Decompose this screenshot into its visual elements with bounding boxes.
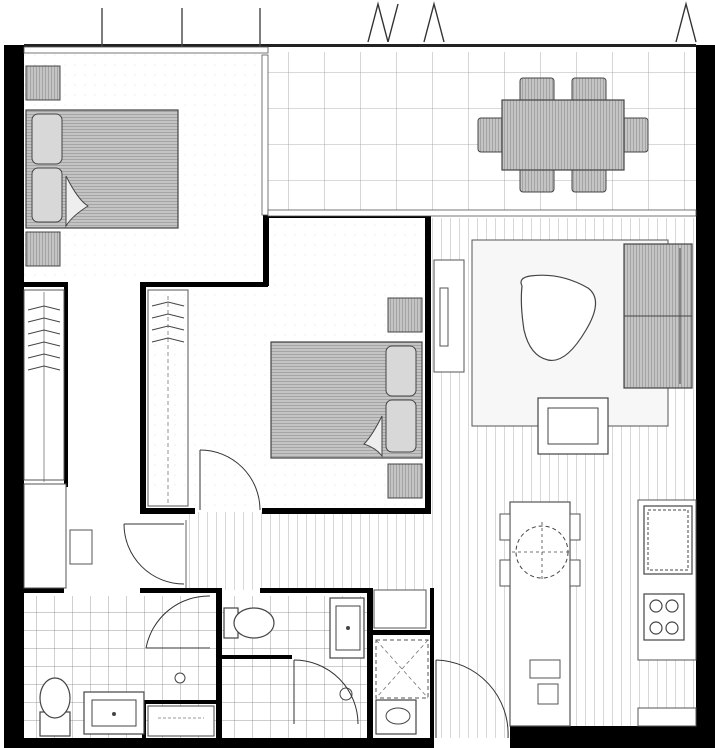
balcony bbox=[23, 1, 697, 217]
balustrade-bracket-icon bbox=[367, 1, 697, 43]
double-bed-icon bbox=[25, 109, 179, 229]
wall-bath-top-mid bbox=[140, 588, 220, 593]
bar-stool-icon bbox=[499, 513, 581, 587]
wall-bath1-right bbox=[216, 588, 222, 738]
bathroom-1 bbox=[39, 595, 215, 737]
chair-icon bbox=[69, 529, 93, 565]
door-swing-icon bbox=[199, 449, 261, 511]
wardrobe-1 bbox=[23, 289, 93, 589]
wall-bath-top-right bbox=[260, 588, 372, 593]
walls bbox=[4, 44, 715, 748]
entry-hall-floor bbox=[188, 512, 433, 590]
sink-icon bbox=[529, 659, 561, 705]
wall-wardrobe-1-right bbox=[64, 282, 68, 487]
tv-unit-icon bbox=[439, 287, 449, 347]
wall-bath-top-left bbox=[24, 588, 64, 593]
bedroom-1 bbox=[25, 65, 179, 267]
exterior-wall-right bbox=[696, 45, 715, 748]
shower-icon bbox=[147, 672, 215, 737]
wall-laundry-top bbox=[373, 630, 433, 635]
door-swing-icon bbox=[145, 595, 211, 649]
cooktop-icon bbox=[643, 593, 685, 641]
wall-shower-1 bbox=[142, 700, 216, 704]
bathroom-2 bbox=[223, 597, 365, 725]
fridge-icon bbox=[637, 707, 697, 727]
chair-icon bbox=[477, 77, 649, 193]
bedroom-2 bbox=[199, 297, 423, 511]
wall-bed2-left bbox=[140, 282, 146, 512]
laundry bbox=[373, 589, 429, 735]
door-swing-icon bbox=[123, 520, 509, 739]
living-room bbox=[433, 239, 693, 455]
kitchen bbox=[499, 499, 697, 727]
nightstand-icon bbox=[387, 463, 423, 499]
wall-bed2-bottom-left bbox=[140, 508, 195, 514]
wall-bed2-right bbox=[425, 215, 431, 514]
exterior-wall-bottom-left bbox=[4, 738, 434, 748]
balustrade-post-icon bbox=[101, 8, 261, 50]
wardrobe-1-floor bbox=[24, 286, 68, 486]
tv-unit-icon bbox=[433, 259, 465, 373]
sofa-icon bbox=[623, 243, 693, 389]
dining-table-icon bbox=[477, 77, 649, 193]
wall-bed1-bottom bbox=[24, 282, 68, 287]
exterior-wall-bottom-right bbox=[510, 726, 715, 748]
wardrobe-2 bbox=[147, 289, 189, 507]
balcony-rail bbox=[23, 46, 269, 54]
sink-icon bbox=[375, 699, 417, 735]
exterior-wall-left bbox=[4, 45, 24, 748]
wall-bed1-right bbox=[263, 218, 269, 286]
wall-bed2-bottom-right bbox=[262, 508, 430, 514]
balcony-edge-top bbox=[24, 44, 696, 47]
door-swing-icon bbox=[293, 659, 359, 725]
wall-laundry-right bbox=[430, 588, 434, 738]
toilet-icon bbox=[223, 607, 275, 639]
wall-bath2-mid bbox=[222, 655, 292, 659]
nightstand-icon bbox=[25, 65, 61, 101]
toilet-icon bbox=[39, 677, 71, 737]
nightstand-icon bbox=[387, 297, 423, 333]
double-bed-icon bbox=[270, 341, 423, 459]
sliding-door-track bbox=[261, 54, 269, 216]
sliding-door-track-living bbox=[267, 209, 697, 217]
wall-bath2-right bbox=[367, 588, 373, 738]
sink-icon bbox=[643, 505, 693, 575]
wardrobe-hanger-icon bbox=[27, 305, 61, 371]
coffee-table-icon bbox=[520, 274, 597, 362]
wardrobe-hanger-icon bbox=[151, 301, 185, 343]
vanity-icon bbox=[83, 691, 145, 735]
desk-icon bbox=[23, 483, 67, 589]
vanity-icon bbox=[329, 597, 365, 659]
nightstand-icon bbox=[25, 231, 61, 267]
armchair-icon bbox=[537, 397, 609, 455]
wall-bed1-bottom-2 bbox=[140, 282, 268, 287]
